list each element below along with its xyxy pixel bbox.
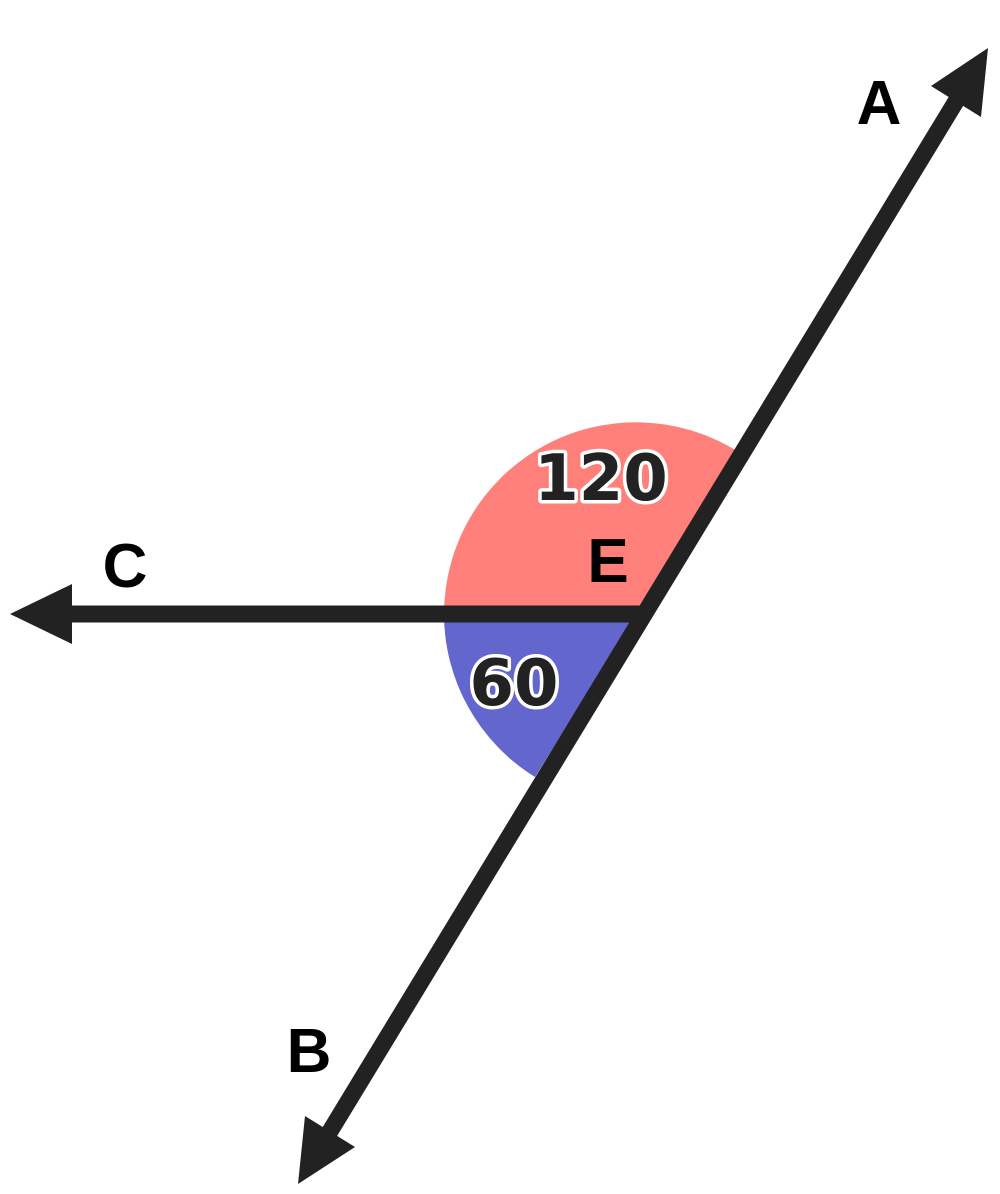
line-ab <box>321 93 966 1138</box>
point-label-a: A <box>857 69 902 138</box>
arrowhead-a <box>931 48 988 117</box>
arrowhead-b <box>298 1116 355 1184</box>
angle-ceb-sector <box>444 614 636 777</box>
angle-aec-label: 120 <box>534 442 668 516</box>
point-label-b: B <box>287 1017 332 1086</box>
point-label-e: E <box>587 527 628 596</box>
point-label-c: C <box>103 532 148 601</box>
arrowhead-c <box>10 584 72 644</box>
angle-ceb-label: 60 <box>469 647 558 721</box>
